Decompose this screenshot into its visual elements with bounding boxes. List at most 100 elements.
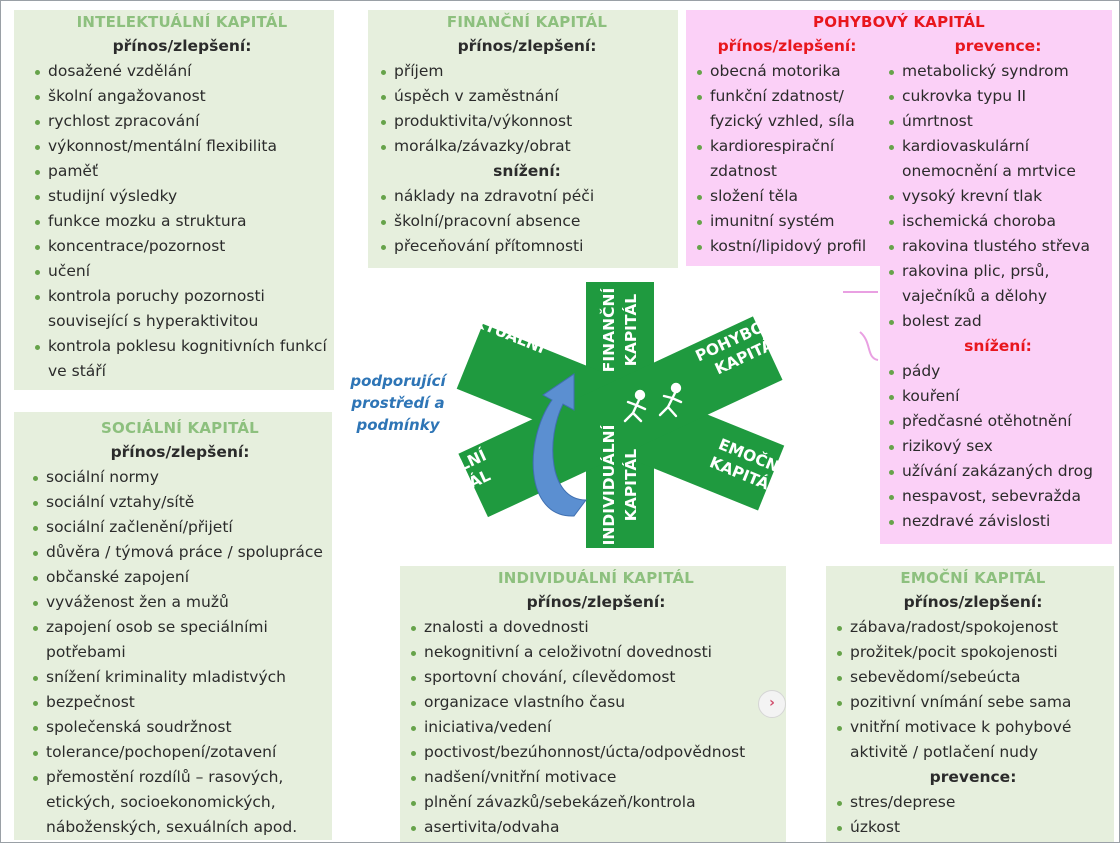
box-title: EMOČNÍ KAPITÁL — [900, 569, 1046, 587]
list-item: kardiorespirační zdatnost — [692, 134, 882, 184]
bracket-line — [843, 291, 879, 361]
list-item: sportovní chování, cílevědomost — [406, 665, 786, 690]
list-item: vyváženost žen a mužů — [28, 590, 332, 615]
list-item: rizikový sex — [884, 434, 1112, 459]
physical-capital-box-top — [686, 10, 1112, 266]
list-item: užívání zakázaných drog — [884, 459, 1112, 484]
list-item: rychlost zpracování — [30, 109, 334, 134]
list-item: nespavost, sebevražda — [884, 484, 1112, 509]
list-item: úmrtnost — [884, 109, 1112, 134]
list-item: kardiovaskulární onemocnění a mrtvice — [884, 134, 1112, 184]
arm-label-line: KAPITÁL — [621, 294, 640, 366]
list-item: produktivita/výkonnost — [376, 109, 678, 134]
list-item: školní angažovanost — [30, 84, 334, 109]
subheading: přínos/zlepšení: — [526, 593, 666, 611]
list-item: ischemická choroba — [884, 209, 1112, 234]
subheading: prevence: — [954, 37, 1042, 55]
subheading: snížení: — [964, 337, 1032, 355]
list-item: pády — [884, 359, 1112, 384]
physical-capital-content: POHYBOVÝ KAPITÁL přínos/zlepšení: obecná… — [686, 10, 1112, 544]
list-item: nekognitivní a celoživotní dovednosti — [406, 640, 786, 665]
arm-label-individual: INDIVIDUÁLNÍ KAPITÁL — [599, 424, 640, 545]
list-item: morálka/závazky/obrat — [376, 134, 678, 159]
list-item: úspěch v zaměstnání — [376, 84, 678, 109]
list-item: iniciativa/vedení — [406, 715, 786, 740]
list-item: prožitek/pocit spokojenosti — [832, 640, 1114, 665]
list-item: stres/deprese — [832, 790, 1114, 815]
list-item: funkce mozku a struktura — [30, 209, 334, 234]
list-item: imunitní systém — [692, 209, 882, 234]
social-capital-box: SOCIÁLNÍ KAPITÁL přínos/zlepšení: sociál… — [14, 412, 332, 840]
list-item: sociální normy — [28, 465, 332, 490]
list-item: poctivost/bezúhonnost/úcta/odpovědnost — [406, 740, 786, 765]
box-title: POHYBOVÝ KAPITÁL — [813, 13, 985, 31]
subheading: prevence: — [929, 768, 1017, 786]
runners-icon — [623, 382, 683, 423]
list-item: sociální vztahy/sítě — [28, 490, 332, 515]
list-item: nezdravé závislosti — [884, 509, 1112, 534]
list-item: kontrola poruchy pozornosti související … — [30, 284, 334, 334]
list-item: cukrovka typu II — [884, 84, 1112, 109]
list-item: dosažené vzdělání — [30, 59, 334, 84]
list-item: kouření — [884, 384, 1112, 409]
subheading: přínos/zlepšení: — [110, 443, 250, 461]
arm-label-line: KAPITÁL — [621, 449, 640, 521]
box-title: INDIVIDUÁLNÍ KAPITÁL — [497, 569, 695, 587]
list-item: organizace vlastního času — [406, 690, 786, 715]
list-item: koncentrace/pozornost — [30, 234, 334, 259]
list-item: přemostění rozdílů – rasových, etických,… — [28, 765, 332, 840]
chevron-right-icon[interactable]: › — [758, 690, 786, 718]
list-item: bezpečnost — [28, 690, 332, 715]
list-item: funkční zdatnost/ fyzický vzhled, síla — [692, 84, 882, 134]
list-item: kostní/lipidový profil — [692, 234, 882, 259]
list-item: tolerance/pochopení/zotavení — [28, 740, 332, 765]
emotional-capital-box: EMOČNÍ KAPITÁL přínos/zlepšení: zábava/r… — [826, 566, 1114, 842]
list-item: školní/pracovní absence — [376, 209, 678, 234]
list-item: rakovina plic, prsů, vaječníků a dělohy — [884, 259, 1112, 309]
list-item: kontrola poklesu kognitivních funkcí ve … — [30, 334, 334, 384]
list-item: úzkost — [832, 815, 1114, 840]
list-item: sociální začlenění/přijetí — [28, 515, 332, 540]
list-item: výkonnost/mentální flexibilita — [30, 134, 334, 159]
list-item: důvěra / týmová práce / spolupráce — [28, 540, 332, 565]
list-item: nadšení/vnitřní motivace — [406, 765, 786, 790]
list-item: studijní výsledky — [30, 184, 334, 209]
list-item: učení — [30, 259, 334, 284]
list-item: pozitivní vnímání sebe sama — [832, 690, 1114, 715]
subheading: přínos/zlepšení: — [457, 37, 597, 55]
support-curved-arrow — [532, 373, 587, 517]
individual-capital-box: INDIVIDUÁLNÍ KAPITÁL přínos/zlepšení: zn… — [400, 566, 786, 842]
list-item: metabolický syndrom — [884, 59, 1112, 84]
list-item: předčasné otěhotnění — [884, 409, 1112, 434]
physical-capital-box-bottom — [880, 266, 1112, 544]
box-title: FINANČNÍ KAPITÁL — [446, 13, 608, 31]
list-item: asertivita/odvaha — [406, 815, 786, 840]
star-arms — [456, 282, 785, 548]
arm-label-line: INDIVIDUÁLNÍ — [599, 424, 618, 545]
list-item: zapojení osob se speciálními potřebami — [28, 615, 332, 665]
arm-label-line: FINANČNÍ — [599, 288, 618, 373]
intellectual-capital-box: INTELEKTUÁLNÍ KAPITÁL přínos/zlepšení: d… — [14, 10, 334, 390]
list-item: znalosti a dovednosti — [406, 615, 786, 640]
subheading: přínos/zlepšení: — [717, 37, 857, 55]
list-item: náklady na zdravotní péči — [376, 184, 678, 209]
box-title: SOCIÁLNÍ KAPITÁL — [101, 419, 259, 437]
list-item: plnění závazků/sebekázeň/kontrola — [406, 790, 786, 815]
subheading: snížení: — [493, 162, 561, 180]
list-item: sebevědomí/sebeúcta — [832, 665, 1114, 690]
list-item: paměť — [30, 159, 334, 184]
list-item: obecná motorika — [692, 59, 882, 84]
list-item: snížení kriminality mladistvých — [28, 665, 332, 690]
list-item: rakovina tlustého střeva — [884, 234, 1112, 259]
box-title: INTELEKTUÁLNÍ KAPITÁL — [76, 13, 288, 31]
subheading: přínos/zlepšení: — [903, 593, 1043, 611]
list-item: příjem — [376, 59, 678, 84]
